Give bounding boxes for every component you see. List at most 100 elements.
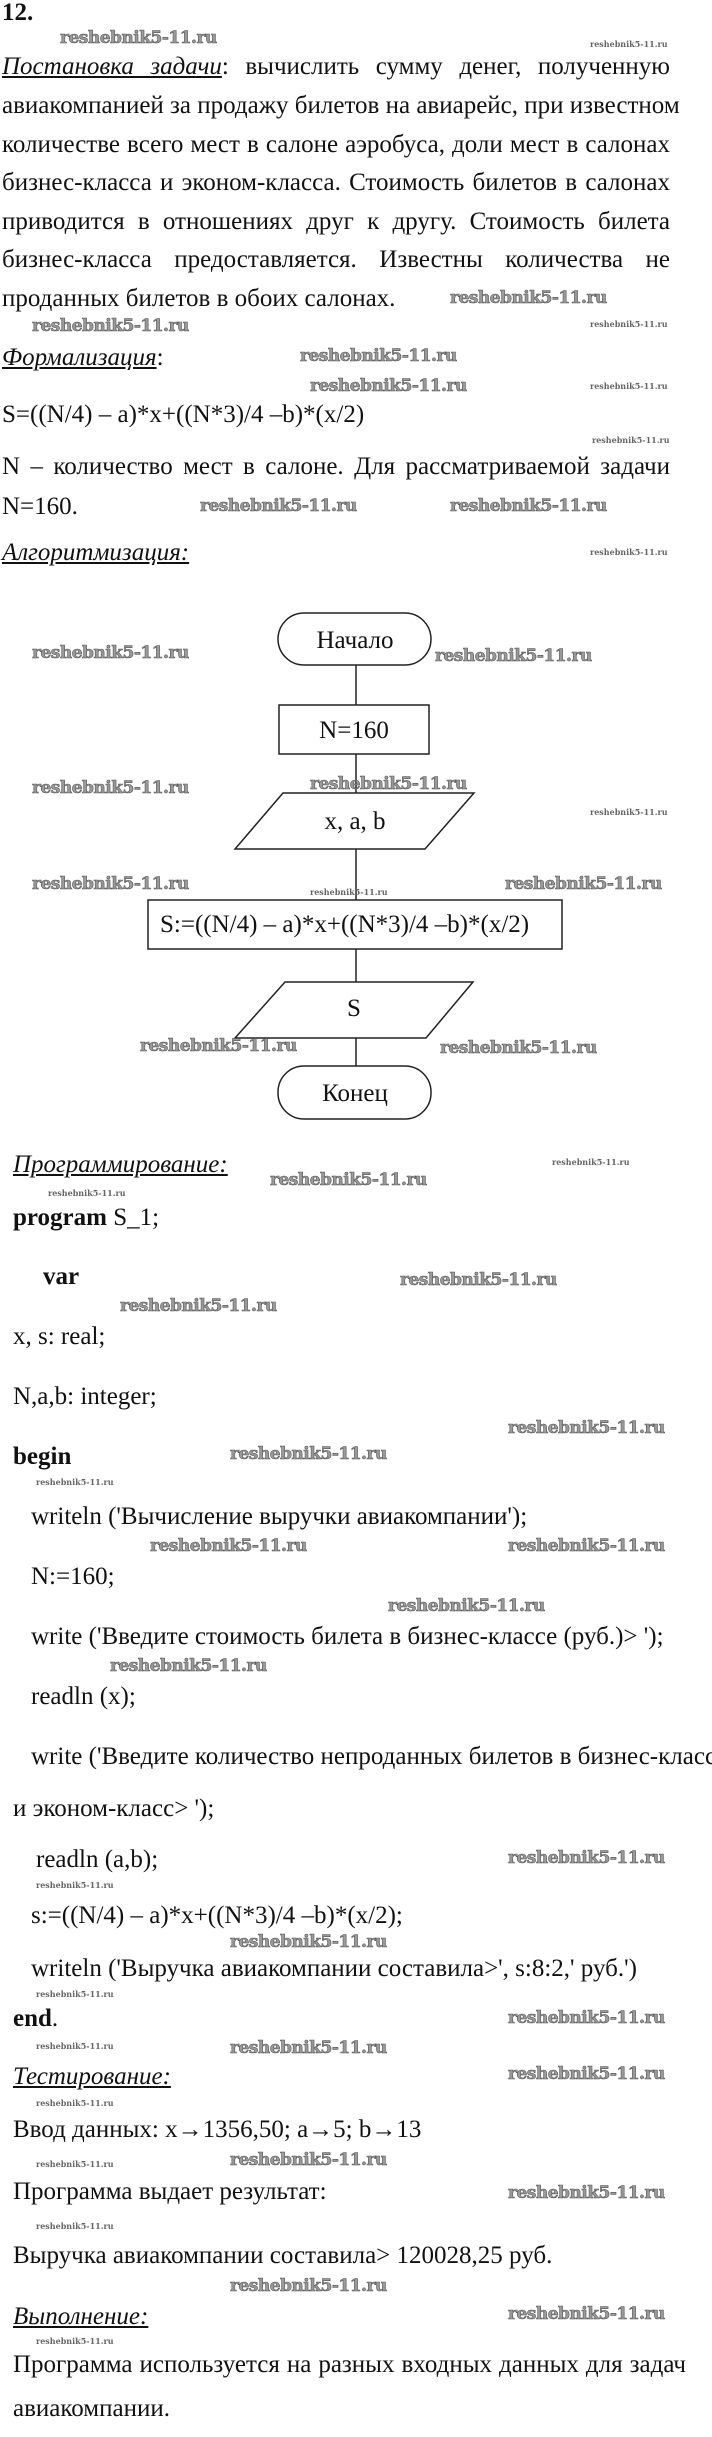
problem-line-2: авиакомпанией за продажу билетов на авиа… (2, 92, 680, 119)
compute-block (147, 899, 563, 950)
code-line: N:=160; (31, 1563, 115, 1590)
watermark: reshebnik5-11.ru (450, 496, 608, 516)
flowchart: Начало N=160 x, a, b S:=((N/4) – a)*x+((… (147, 612, 563, 1120)
watermark: reshebnik5-11.ru (230, 2276, 388, 2296)
problem-line-7: проданных билетов в обоих салонах. (2, 285, 396, 312)
execution-line-1: Программа используется на разных входных… (13, 2351, 686, 2378)
code-begin: begin (13, 1443, 72, 1470)
code-line: readln (x); (31, 1683, 136, 1710)
watermark: reshebnik5-11.ru (388, 1596, 546, 1616)
watermark: reshebnik5-11.ru (590, 547, 668, 557)
watermark: reshebnik5-11.ru (508, 1536, 666, 1556)
testing-input: Ввод данных: x→1356,50; a→5; b→13 (13, 2116, 422, 2143)
watermark: reshebnik5-11.ru (200, 496, 358, 516)
output-label: S (347, 995, 361, 1022)
problem-heading: Постановка задачи (2, 53, 222, 80)
watermark: reshebnik5-11.ru (270, 1170, 428, 1190)
watermark: reshebnik5-11.ru (120, 1296, 278, 1316)
watermark: reshebnik5-11.ru (508, 2304, 666, 2324)
execution-heading: Выполнение: (13, 2303, 149, 2330)
watermark: reshebnik5-11.ru (508, 2183, 666, 2203)
watermark: reshebnik5-11.ru (435, 646, 593, 666)
code-line: и эконом-класс> '); (13, 1795, 215, 1822)
watermark: reshebnik5-11.ru (590, 39, 668, 49)
watermark: reshebnik5-11.ru (140, 1036, 298, 1056)
testing-heading: Тестирование: (13, 2063, 171, 2090)
code-line: write ('Введите количество непроданных б… (31, 1743, 712, 1770)
watermark: reshebnik5-11.ru (230, 2038, 388, 2058)
code-line: s:=((N/4) – a)*x+((N*3)/4 –b)*(x/2); (31, 1902, 403, 1929)
watermark: reshebnik5-11.ru (505, 874, 663, 894)
watermark: reshebnik5-11.ru (590, 319, 668, 329)
init-block (278, 704, 430, 755)
watermark: reshebnik5-11.ru (32, 316, 190, 336)
code-var: var (43, 1263, 80, 1290)
watermark: reshebnik5-11.ru (508, 2064, 666, 2084)
problem-line-3: количестве всего мест в салоне аэробуса,… (2, 131, 670, 158)
output-block (233, 981, 475, 1039)
watermark: reshebnik5-11.ru (36, 1880, 114, 1890)
problem-line-4: бизнес-класса и эконом-класса. Стоимость… (2, 169, 670, 196)
watermark: reshebnik5-11.ru (300, 346, 458, 366)
execution-line-2: авиакомпании. (13, 2395, 170, 2422)
start-terminal (277, 612, 432, 666)
watermark: reshebnik5-11.ru (592, 435, 670, 445)
code-line: writeln ('Вычисление выручки авиакомпани… (31, 1503, 528, 1530)
code-line: write ('Введите стоимость билета в бизне… (31, 1623, 664, 1650)
watermark: reshebnik5-11.ru (230, 1444, 388, 1464)
init-label: N=160 (319, 717, 389, 744)
code-end-line: end. (13, 2005, 59, 2032)
watermark: reshebnik5-11.ru (110, 1656, 268, 1676)
input-label: x, a, b (324, 808, 385, 835)
watermark: reshebnik5-11.ru (508, 2008, 666, 2028)
watermark: reshebnik5-11.ru (150, 1536, 308, 1556)
watermark: reshebnik5-11.ru (440, 1038, 598, 1058)
watermark: reshebnik5-11.ru (552, 1157, 630, 1167)
watermark: reshebnik5-11.ru (310, 887, 388, 897)
start-label: Начало (316, 627, 393, 654)
testing-result: Выручка авиакомпании составила> 120028,2… (13, 2242, 553, 2269)
watermark: reshebnik5-11.ru (36, 1989, 114, 1999)
watermark: reshebnik5-11.ru (230, 2150, 388, 2170)
watermark: reshebnik5-11.ru (36, 2041, 114, 2051)
problem-line-1: Постановка задачи: вычислить сумму денег… (2, 53, 670, 80)
code-var-line-1: x, s: real; (13, 1323, 106, 1350)
programming-heading: Программирование: (13, 1151, 228, 1178)
formalization-note-1: N – количество мест в салоне. Для рассма… (2, 453, 670, 480)
watermark: reshebnik5-11.ru (36, 2221, 114, 2231)
compute-label: S:=((N/4) – a)*x+((N*3)/4 –b)*(x/2) (160, 911, 529, 938)
formalization-heading-line: Формализация: (2, 344, 164, 371)
watermark: reshebnik5-11.ru (32, 778, 190, 798)
code-var-line-2: N,a,b: integer; (13, 1383, 157, 1410)
formalization-heading: Формализация (2, 344, 157, 371)
testing-result-label: Программа выдает результат: (13, 2178, 327, 2205)
algorithm-heading: Алгоритмизация: (2, 539, 190, 566)
watermark: reshebnik5-11.ru (32, 874, 190, 894)
code-line: readln (a,b); (36, 1846, 159, 1873)
end-terminal (277, 1065, 432, 1120)
watermark: reshebnik5-11.ru (36, 2336, 114, 2346)
watermark: reshebnik5-11.ru (590, 381, 668, 391)
watermark: reshebnik5-11.ru (60, 28, 218, 48)
code-line: writeln ('Выручка авиакомпании составила… (31, 1955, 637, 1982)
input-block (233, 792, 476, 850)
code-program-line: program S_1; (13, 1204, 160, 1231)
formula: S=((N/4) – a)*x+((N*3)/4 –b)*(x/2) (2, 401, 365, 428)
watermark: reshebnik5-11.ru (48, 1188, 126, 1198)
watermark: reshebnik5-11.ru (36, 2098, 114, 2108)
problem-line-5: приводится в отношениях друг к другу. Ст… (2, 208, 670, 235)
end-label: Конец (322, 1080, 388, 1107)
watermark: reshebnik5-11.ru (400, 1270, 558, 1290)
watermark: reshebnik5-11.ru (590, 807, 668, 817)
watermark: reshebnik5-11.ru (230, 1932, 388, 1952)
watermark: reshebnik5-11.ru (36, 2159, 114, 2169)
task-number: 12. (2, 0, 34, 26)
watermark: reshebnik5-11.ru (310, 774, 468, 794)
formalization-note-2: N=160. (2, 493, 78, 520)
watermark: reshebnik5-11.ru (508, 1848, 666, 1868)
watermark: reshebnik5-11.ru (508, 1418, 666, 1438)
problem-line-6: бизнес-класса предоставляется. Известны … (2, 246, 670, 273)
watermark: reshebnik5-11.ru (310, 376, 468, 396)
watermark: reshebnik5-11.ru (450, 288, 608, 308)
watermark: reshebnik5-11.ru (32, 643, 190, 663)
